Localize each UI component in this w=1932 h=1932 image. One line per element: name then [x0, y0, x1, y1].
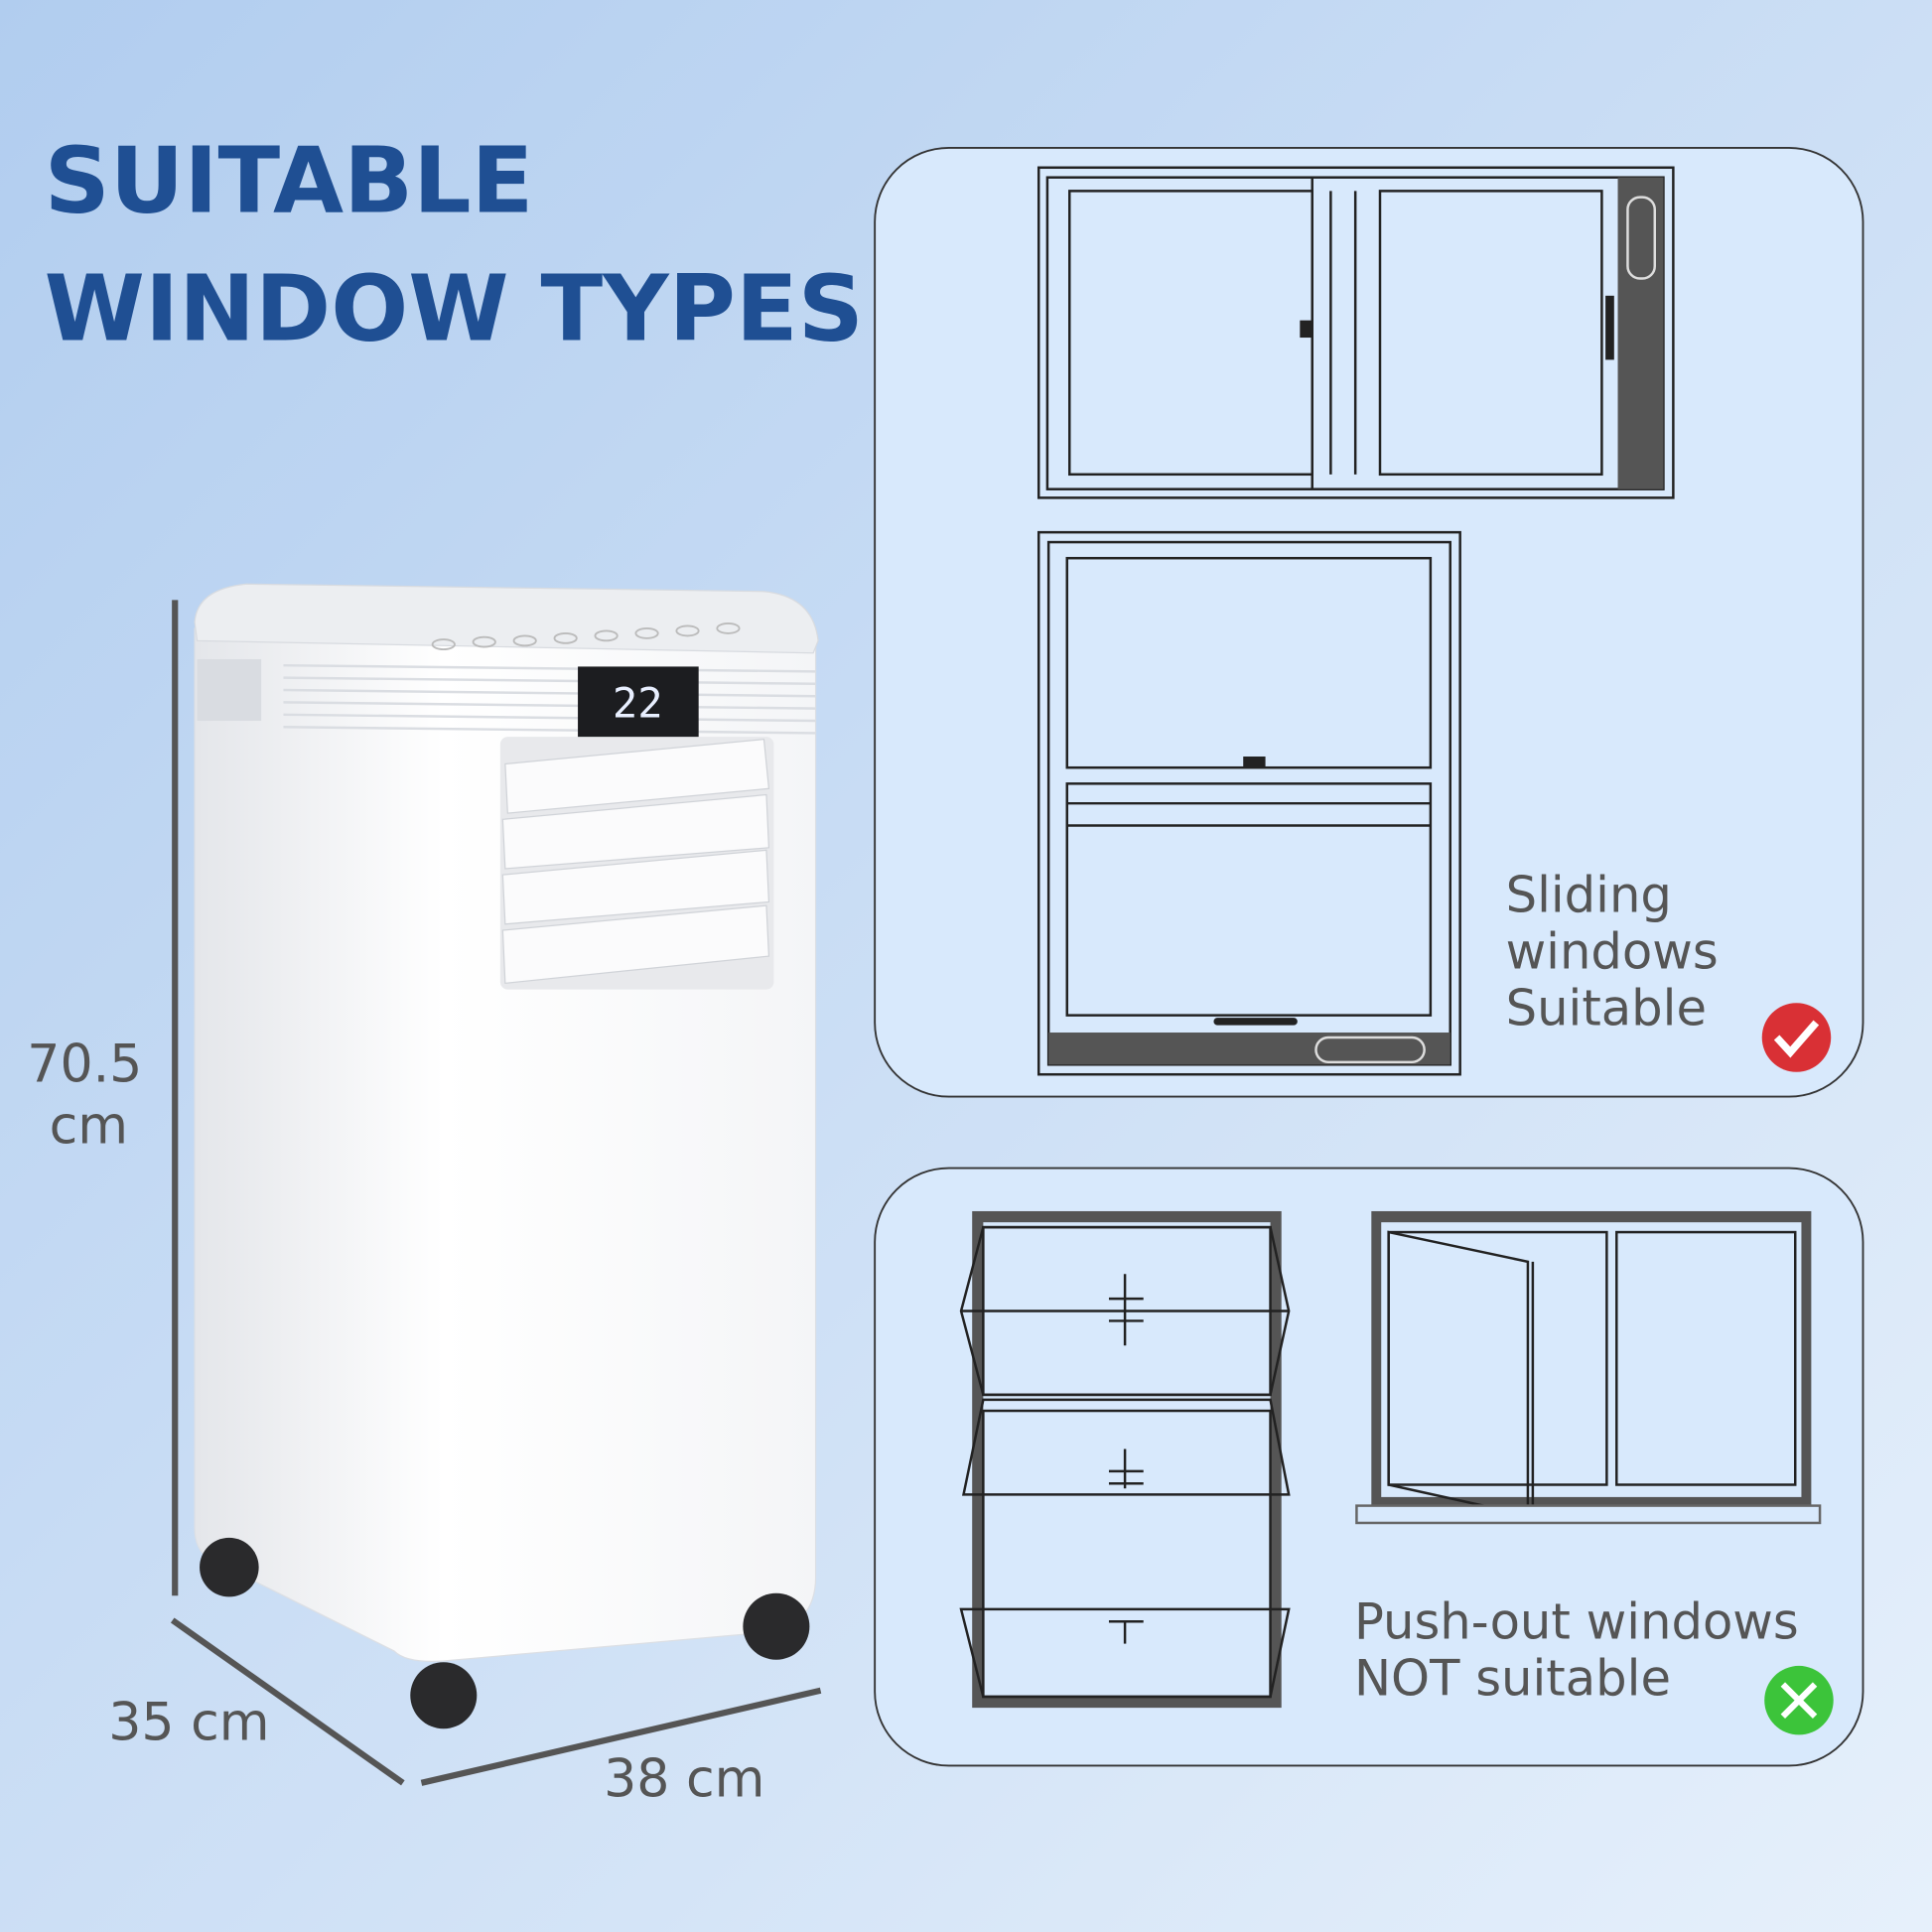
vent-ridges [283, 663, 816, 735]
check-icon [1761, 1003, 1832, 1072]
depth-label: 35 cm [108, 1693, 269, 1752]
x-icon [1764, 1665, 1834, 1735]
suitable-caption-1: Sliding [1506, 866, 1672, 923]
awning-window [959, 1210, 1291, 1709]
control-buttons [431, 622, 741, 650]
panel-suitable: Sliding windows Suitable [874, 146, 1864, 1098]
not-suitable-caption-1: Push-out windows [1354, 1593, 1799, 1651]
side-handle [197, 658, 262, 722]
display-value: 22 [613, 678, 663, 727]
not-suitable-caption-2: NOT suitable [1354, 1650, 1671, 1708]
suitable-caption-2: windows [1506, 922, 1719, 980]
suitable-caption-3: Suitable [1506, 980, 1707, 1037]
height-unit: cm [50, 1097, 128, 1157]
window-blocker [1617, 177, 1664, 489]
sliding-window-vertical [1036, 530, 1461, 1076]
height-value: 70.5 [27, 1035, 142, 1095]
title-line-1: SUITABLE [45, 127, 534, 233]
panel-not-suitable: Push-out windows NOT suitable [874, 1167, 1864, 1767]
portable-air-conditioner: 22 [194, 583, 819, 1729]
title-line-2: WINDOW TYPES [45, 256, 864, 362]
dimension-lines [170, 600, 822, 1786]
wheels [200, 1537, 810, 1729]
width-label: 38 cm [604, 1749, 764, 1809]
louvre-slats [501, 738, 770, 985]
temperature-display [578, 666, 699, 739]
casement-window [1355, 1210, 1822, 1525]
